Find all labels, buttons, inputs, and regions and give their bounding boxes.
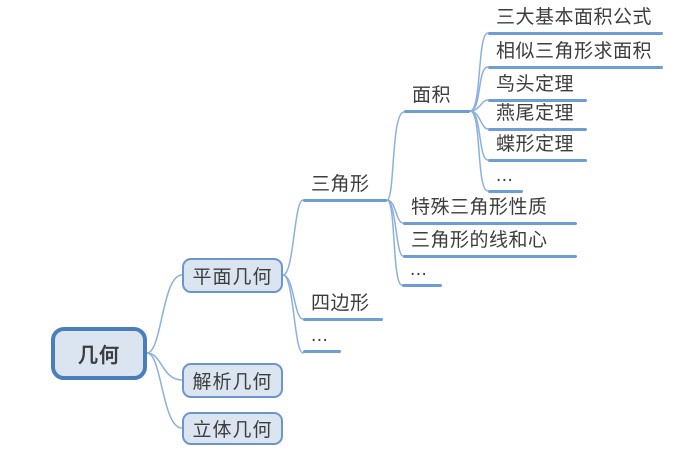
- node-area-more-underline: [488, 190, 523, 193]
- edge-area-to-more: [469, 110, 489, 192]
- node-area-more-label: ...: [496, 165, 514, 186]
- node-swallow-tail-theorem-underline: [488, 128, 587, 131]
- node-triangle-more-underline: [402, 284, 442, 287]
- node-triangle-more: ...: [402, 258, 442, 287]
- edge-area-to-similar-triangles: [469, 66, 489, 112]
- node-plane-more-label: ...: [311, 325, 329, 346]
- node-quadrilateral-label: 四边形: [311, 293, 370, 314]
- node-plane-more: ...: [303, 324, 341, 353]
- node-special-triangle-properties-label: 特殊三角形性质: [411, 197, 548, 218]
- node-triangle-lines-and-centers-underline: [403, 255, 577, 258]
- edge-triangle-to-area: [386, 111, 405, 201]
- node-butterfly-theorem-label: 蝶形定理: [496, 134, 575, 155]
- node-quadrilateral: 四边形: [303, 292, 383, 321]
- node-triangle: 三角形: [303, 173, 387, 202]
- node-swallow-tail-theorem-label: 燕尾定理: [496, 103, 575, 124]
- node-special-triangle-properties: 特殊三角形性质: [403, 196, 577, 225]
- node-butterfly-theorem-underline: [488, 159, 587, 162]
- node-swallow-tail-theorem: 燕尾定理: [488, 102, 587, 131]
- node-analytic-geometry: 解析几何: [182, 363, 283, 398]
- edge-plane-to-more: [282, 274, 304, 354]
- node-special-triangle-properties-underline: [403, 222, 577, 225]
- edge-triangle-to-more: [386, 199, 403, 286]
- node-similar-triangle-area: 相似三角形求面积: [488, 40, 663, 69]
- edge-area-to-basic-formulas: [469, 32, 489, 112]
- node-butterfly-theorem: 蝶形定理: [488, 133, 587, 162]
- node-quadrilateral-underline: [303, 318, 383, 321]
- node-three-basic-area-formulas-label: 三大基本面积公式: [496, 7, 653, 28]
- node-area: 面积: [404, 84, 470, 113]
- node-triangle-lines-and-centers: 三角形的线和心: [403, 229, 577, 258]
- node-triangle-lines-and-centers-label: 三角形的线和心: [411, 230, 548, 251]
- node-similar-triangle-area-underline: [488, 66, 663, 69]
- node-plane-geometry: 平面几何: [182, 258, 283, 293]
- node-triangle-underline: [303, 199, 387, 202]
- edge-geometry-to-solid-geometry: [146, 352, 183, 429]
- node-three-basic-area-formulas: 三大基本面积公式: [488, 6, 663, 35]
- node-bird-head-theorem-label: 鸟头定理: [496, 74, 575, 95]
- node-bird-head-theorem: 鸟头定理: [488, 73, 587, 102]
- node-similar-triangle-area-label: 相似三角形求面积: [496, 41, 653, 62]
- node-area-label: 面积: [412, 85, 452, 106]
- node-three-basic-area-formulas-underline: [488, 32, 663, 35]
- node-area-underline: [404, 110, 470, 113]
- node-triangle-more-label: ...: [410, 259, 428, 280]
- edge-plane-to-triangle: [282, 199, 304, 276]
- node-triangle-label: 三角形: [311, 174, 370, 195]
- node-geometry: 几何: [51, 327, 147, 380]
- node-bird-head-theorem-underline: [488, 99, 587, 102]
- node-plane-more-underline: [303, 350, 341, 353]
- node-solid-geometry: 立体几何: [182, 412, 283, 445]
- edge-geometry-to-plane-geometry: [146, 274, 183, 354]
- node-area-more: ...: [488, 164, 523, 193]
